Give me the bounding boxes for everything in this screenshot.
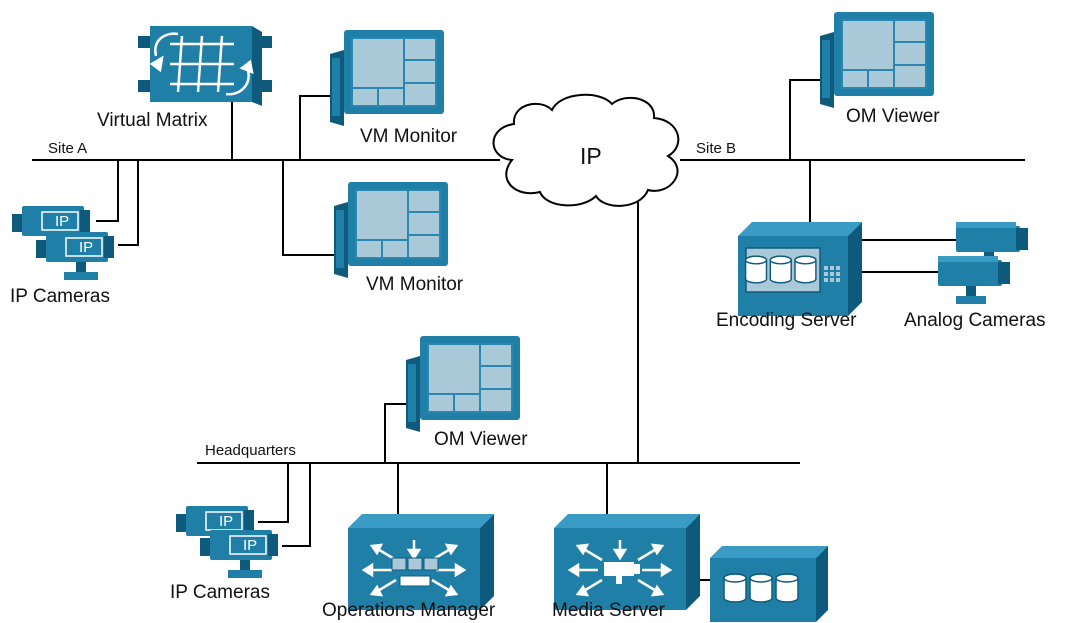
analog-camera-2-icon (938, 256, 1010, 304)
headquarters-label: Headquarters (205, 442, 296, 459)
virtual-matrix-icon (138, 26, 272, 106)
site-a-camera-2-icon (35, 231, 115, 281)
vm-monitor-1-label: VM Monitor (360, 126, 458, 147)
site-a-camera-1-link (96, 160, 119, 222)
site-a-camera-2-link (118, 160, 139, 246)
hq-camera-2-tag: IP (243, 537, 258, 554)
site-a-cameras-label: IP Cameras (10, 286, 110, 307)
hq-viewer-link (384, 403, 410, 463)
site-b-om-viewer-label: OM Viewer (846, 106, 940, 127)
encoding-server-icon (738, 222, 862, 316)
hq-om-viewer-label: OM Viewer (434, 429, 528, 450)
media-server-label: Media Server (552, 600, 665, 621)
site-b-om-viewer-icon (819, 11, 935, 109)
encoding-server-label: Encoding Server (716, 310, 857, 331)
media-storage-icon (710, 546, 828, 622)
hq-om-viewer-icon (405, 335, 521, 433)
vm-monitor-2-link (282, 160, 340, 256)
vm-monitor-2-label: VM Monitor (366, 274, 464, 295)
hq-camera-1-link (258, 463, 289, 523)
operations-manager-label: Operations Manager (322, 600, 496, 621)
operations-manager-icon (348, 514, 494, 610)
hq-cameras-label: IP Cameras (170, 582, 270, 603)
site-b-viewer-link (789, 79, 826, 160)
site-a-camera-2-tag: IP (79, 239, 94, 256)
hq-camera-2-link (282, 463, 311, 547)
media-server-icon (554, 514, 700, 610)
site-b-label: Site B (696, 140, 737, 157)
site-a-camera-1-tag: IP (55, 213, 70, 230)
analog-cameras-label: Analog Cameras (904, 310, 1046, 331)
hq-camera-2-icon (199, 529, 279, 579)
ip-cloud-label: IP (580, 143, 602, 169)
virtual-matrix-label: Virtual Matrix (97, 110, 208, 131)
site-a-label: Site A (48, 140, 88, 157)
vm-monitor-2-icon (333, 181, 449, 279)
vm-monitor-1-icon (329, 29, 445, 127)
ip-cloud (492, 93, 680, 207)
hq-camera-1-tag: IP (219, 513, 234, 530)
vm-monitor-1-link (299, 95, 340, 160)
connection-lines (32, 79, 1025, 581)
